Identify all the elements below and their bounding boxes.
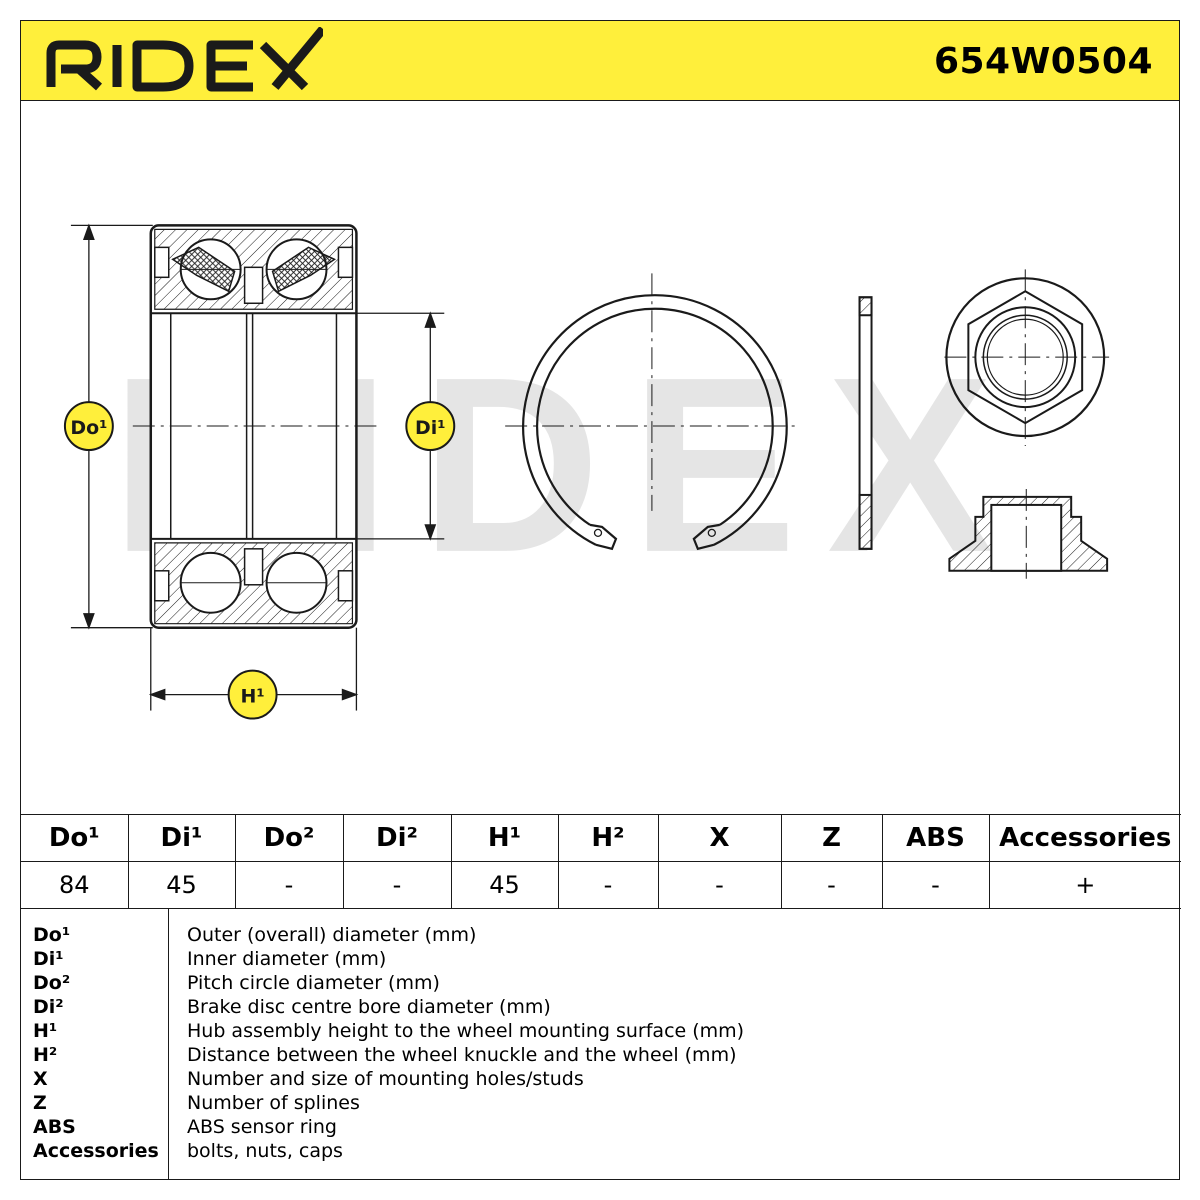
legend-desc: Number and size of mounting holes/studs [187,1068,584,1090]
legend-item: Do¹ Outer (overall) diameter (mm) [21,923,1179,947]
header-h2: H² [557,814,659,862]
value-z: - [780,861,883,909]
datasheet-frame: 654W0504 RIDEX [20,20,1181,1180]
legend-desc: Pitch circle diameter (mm) [187,972,440,994]
legend-abbr: X [33,1068,48,1090]
legend-abbr: H² [33,1044,58,1066]
spec-table-value-row: 84 45 - - 45 - - - - + [21,861,1181,909]
legend-item: Accessories bolts, nuts, caps [21,1139,1179,1163]
value-abs: - [881,861,990,909]
value-accessories: + [988,861,1181,909]
value-do1: 84 [21,861,129,909]
legend-item: Di¹ Inner diameter (mm) [21,947,1179,971]
legend-item: Z Number of splines [21,1091,1179,1115]
legend-item: Di² Brake disc centre bore diameter (mm) [21,995,1179,1019]
washer-drawing [858,296,873,550]
ridex-logo [46,27,323,92]
do1-label-badge: Do¹ [63,401,114,452]
h1-label-badge: H¹ [227,669,278,720]
legend-abbr: Do² [33,972,71,994]
legend-abbr: Z [33,1092,47,1114]
header-do1: Do¹ [21,814,129,862]
bearing-section [149,224,358,629]
legend-abbr: Di¹ [33,948,64,970]
legend-abbr: ABS [33,1116,76,1138]
legend-desc: Brake disc centre bore diameter (mm) [187,996,551,1018]
part-number: 654W0504 [933,41,1153,82]
legend-item: H¹ Hub assembly height to the wheel moun… [21,1019,1179,1043]
h1-label: H¹ [241,686,265,708]
value-x: - [657,861,782,909]
header-abs: ABS [881,814,990,862]
legend-divider [168,909,169,1179]
legend-desc: Outer (overall) diameter (mm) [187,924,477,946]
di1-label-badge: Di¹ [405,401,456,452]
circlip-drawing [522,294,788,551]
header-accessories: Accessories [988,814,1181,862]
header-di1: Di¹ [127,814,236,862]
legend-desc: bolts, nuts, caps [187,1140,343,1162]
header-x: X [657,814,782,862]
header-h1: H¹ [450,814,559,862]
value-do2: - [234,861,344,909]
nut-section-view [948,488,1109,579]
legend-item: Do² Pitch circle diameter (mm) [21,971,1179,995]
spec-table: Do¹ Di¹ Do² Di² H¹ H² X Z ABS Accessorie… [21,814,1181,909]
legend-abbr: Do¹ [33,924,71,946]
legend-desc: Hub assembly height to the wheel mountin… [187,1020,745,1042]
value-di2: - [342,861,452,909]
legend-item: X Number and size of mounting holes/stud… [21,1067,1179,1091]
value-h1: 45 [450,861,559,909]
legend-abbr: H¹ [33,1020,58,1042]
circlip-centerlines [505,273,800,511]
legend: Do¹ Outer (overall) diameter (mm) Di¹ In… [21,909,1179,1179]
legend-abbr: Di² [33,996,64,1018]
do1-label: Do¹ [70,417,107,439]
value-di1: 45 [127,861,236,909]
header-bar: 654W0504 [21,21,1179,101]
legend-desc: ABS sensor ring [187,1116,337,1138]
header-do2: Do² [234,814,344,862]
header-z: Z [780,814,883,862]
legend-desc: Inner diameter (mm) [187,948,387,970]
value-h2: - [557,861,659,909]
legend-item: ABS ABS sensor ring [21,1115,1179,1139]
di1-label: Di¹ [415,417,446,439]
technical-drawing: RIDEX [63,223,1110,720]
nut-top-view [944,269,1110,447]
legend-item: H² Distance between the wheel knuckle an… [21,1043,1179,1067]
legend-desc: Distance between the wheel knuckle and t… [187,1044,737,1066]
legend-abbr: Accessories [33,1140,159,1162]
header-di2: Di² [342,814,452,862]
spec-table-header-row: Do¹ Di¹ Do² Di² H¹ H² X Z ABS Accessorie… [21,814,1181,862]
legend-desc: Number of splines [187,1092,360,1114]
